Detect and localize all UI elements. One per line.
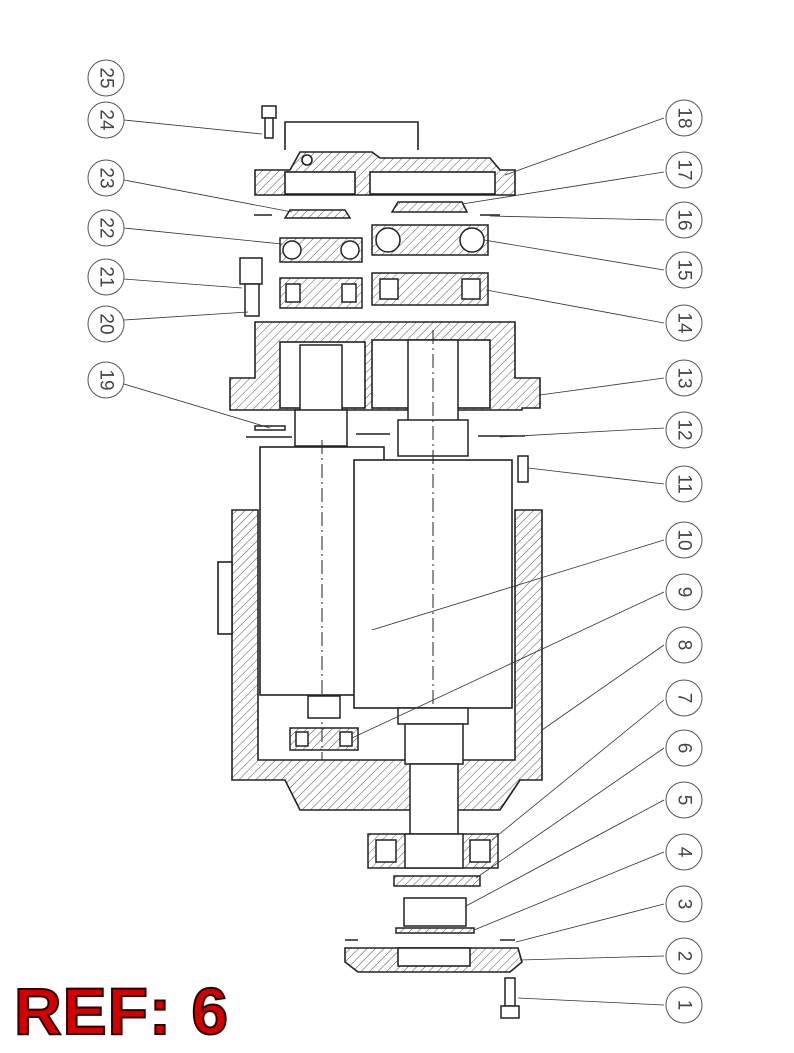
callout-number: 15 [674, 259, 695, 280]
callout-number: 24 [96, 109, 117, 131]
callout-circle: 20 [87, 305, 125, 343]
callout-number: 10 [674, 529, 695, 550]
callout-circle: 16 [665, 201, 703, 239]
gears [259, 330, 513, 860]
callout-number: 9 [674, 587, 695, 598]
callout-circle: 12 [665, 411, 703, 449]
callout-circle: 24 [87, 101, 125, 139]
callout-number: 25 [96, 67, 117, 88]
callout-circle: 2 [665, 937, 703, 975]
callout-number: 19 [96, 369, 117, 390]
callout-number: 20 [96, 313, 117, 334]
callout-number: 7 [674, 693, 695, 704]
callout-number: 5 [674, 795, 695, 806]
callout-number: 11 [674, 474, 695, 494]
callout-number: 6 [674, 743, 695, 754]
callout-circle: 22 [87, 209, 125, 247]
seal-sleeve-ring [345, 875, 515, 941]
callout-circle: 11 [665, 465, 703, 503]
callout-circle: 17 [665, 151, 703, 189]
right-leader-lines [351, 117, 665, 1006]
bolt-1 [500, 977, 520, 1019]
callout-circle: 23 [87, 159, 125, 197]
bolt-24 [261, 105, 277, 139]
callout-circle: 4 [665, 833, 703, 871]
lower-shaft [289, 695, 469, 841]
left-leader-lines [123, 119, 293, 429]
callout-number: 3 [674, 899, 695, 910]
callout-circle: 15 [665, 251, 703, 289]
callout-circle: 21 [87, 258, 125, 296]
callout-number: 12 [674, 419, 695, 440]
callout-circle: 9 [665, 573, 703, 611]
callout-number: 22 [96, 217, 117, 238]
seal-rings-upper [254, 201, 500, 219]
callout-circle: 25 [87, 59, 125, 97]
callout-circle: 19 [87, 361, 125, 399]
callout-circle: 1 [665, 986, 703, 1024]
bearing-7 [367, 833, 499, 869]
middle-body [229, 321, 541, 411]
callout-circle: 10 [665, 521, 703, 559]
callout-number: 4 [674, 847, 695, 858]
callout-circle: 3 [665, 885, 703, 923]
top-cover [254, 121, 516, 196]
callout-circle: 6 [665, 729, 703, 767]
flange-2 [344, 947, 523, 973]
callout-number: 16 [674, 209, 695, 230]
callout-number: 23 [96, 167, 117, 188]
callout-circle: 8 [665, 626, 703, 664]
roller-bearings [279, 272, 489, 309]
callout-number: 8 [674, 640, 695, 651]
bolt-21 [239, 257, 263, 317]
callout-number: 13 [674, 367, 695, 388]
callout-number: 2 [674, 951, 695, 962]
callout-number: 14 [674, 312, 695, 334]
callout-circle: 7 [665, 679, 703, 717]
callout-number: 17 [674, 159, 695, 180]
callout-number: 18 [674, 107, 695, 128]
callout-circle: 14 [665, 304, 703, 342]
left-callouts: 25 24 23 22 21 20 19 [87, 59, 125, 399]
callout-number: 21 [96, 266, 117, 287]
reference-label: REF: 6 [13, 974, 230, 1048]
callout-number: 1 [674, 1000, 695, 1011]
callout-circle: 13 [665, 359, 703, 397]
callout-circle: 18 [665, 99, 703, 137]
right-callouts: 18 17 16 15 14 13 12 11 10 9 8 7 6 5 4 3… [665, 99, 703, 1024]
ball-bearings [279, 224, 489, 263]
main-housing [217, 509, 543, 811]
callout-circle: 5 [665, 781, 703, 819]
